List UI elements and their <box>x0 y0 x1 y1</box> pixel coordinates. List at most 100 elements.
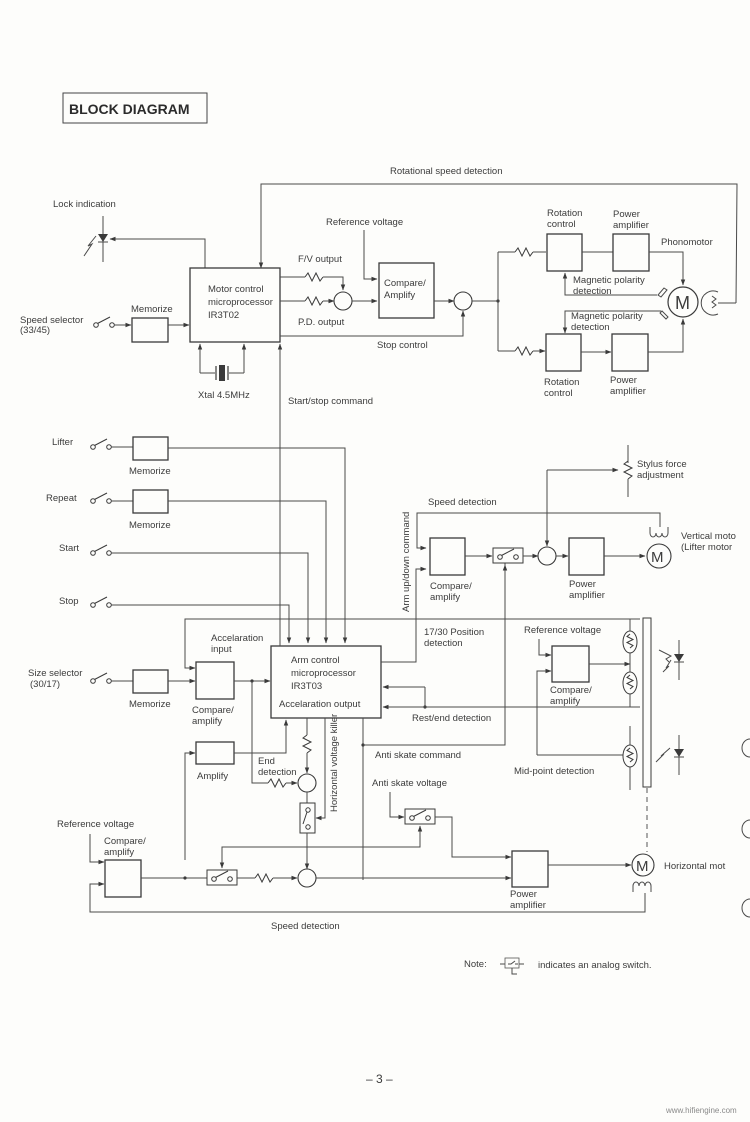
speed-selector-switch-icon <box>93 316 115 328</box>
svg-text:Memorize: Memorize <box>129 520 171 531</box>
lifter-analog-switch-icon <box>492 547 524 564</box>
page-title: BLOCK DIAGRAM <box>69 101 190 117</box>
lock-indication-label: Lock indication <box>53 199 116 210</box>
speed-detection-label: Speed detection <box>428 497 497 508</box>
stylus-force-label: Stylus force <box>637 459 687 470</box>
speed-detection-bottom-line <box>89 881 646 913</box>
svg-text:amplify: amplify <box>104 847 134 858</box>
start-switch-icon <box>90 544 112 556</box>
size-selector-switch-icon <box>90 672 112 684</box>
magnetic-polarity-bottom-label: Magnetic polarity <box>571 311 643 322</box>
speed-selector-label: Speed selector <box>20 315 83 326</box>
led-top-icon <box>658 640 684 680</box>
watermark: www.hifiengine.com <box>665 1106 737 1115</box>
svg-text:Amplify: Amplify <box>384 290 415 301</box>
memorize-block <box>131 317 169 343</box>
svg-text:Compare/: Compare/ <box>104 836 146 847</box>
start-label: Start <box>59 543 79 554</box>
svg-text:IR3T03: IR3T03 <box>291 681 322 692</box>
magnetic-polarity-top-label: Magnetic polarity <box>573 275 645 286</box>
horizontal-analog-switch-icon <box>206 869 238 886</box>
svg-text:amplifier: amplifier <box>610 386 646 397</box>
rotation-control-top-label: Rotation <box>547 208 582 219</box>
stop-control-line <box>280 310 466 337</box>
note-text: indicates an analog switch. <box>538 960 652 971</box>
summing-junction-4 <box>297 868 317 888</box>
rotational-speed-feedback-line <box>258 183 738 304</box>
svg-text:Power: Power <box>569 579 596 590</box>
svg-text:IR3T02: IR3T02 <box>208 310 239 321</box>
stop-switch-icon <box>90 596 112 608</box>
memorize-label: Memorize <box>131 304 173 315</box>
lifter-switch-icon <box>90 438 112 450</box>
compare-amplify-block: Compare/ Amplify <box>378 262 435 319</box>
svg-text:control: control <box>544 388 573 399</box>
photo-sensor-middle-icon <box>622 671 638 695</box>
speed-detection-bottom-label: Speed detection <box>271 921 340 932</box>
power-amplifier-top-block <box>612 233 650 272</box>
svg-text:amplify: amplify <box>430 592 460 603</box>
arm-up-down-command-label: Arm up/down command <box>401 512 412 612</box>
stop-label: Stop <box>59 596 79 607</box>
reference-voltage-label: Reference voltage <box>326 217 403 228</box>
acceleration-input-label: Accelaration <box>211 633 263 644</box>
hall-sensor-bottom-icon <box>659 310 669 320</box>
sensor-reference-voltage-label: Reference voltage <box>524 625 601 636</box>
svg-text:Memorize: Memorize <box>129 699 171 710</box>
reference-voltage-left-label: Reference voltage <box>57 819 134 830</box>
stylus-force-adjustment-icon <box>623 445 633 497</box>
horizontal-motor-icon: M <box>631 853 655 892</box>
analog-switch-legend-icon <box>500 957 524 975</box>
arm-control-microprocessor: Arm control microprocessor IR3T03 Accela… <box>270 645 382 719</box>
edge-artifact-2 <box>741 819 750 839</box>
sensor-compare-amplify-block <box>551 645 590 683</box>
vertical-motor-label: Vertical moto <box>681 531 736 542</box>
svg-text:Compare/: Compare/ <box>550 685 592 696</box>
svg-text:adjustment: adjustment <box>637 470 684 481</box>
rotation-control-top-block <box>546 233 583 272</box>
repeat-memorize-block <box>132 489 169 514</box>
speed-selector-sublabel: (33/45) <box>20 325 50 336</box>
repeat-switch-icon <box>90 492 112 504</box>
lifter-compare-amplify-block <box>429 537 466 576</box>
anti-skate-command-label: Anti skate command <box>375 750 461 761</box>
svg-text:detection: detection <box>571 322 610 333</box>
summing-junction-2 <box>453 291 473 311</box>
start-stop-command-label: Start/stop command <box>288 396 373 407</box>
lifter-memorize-block <box>132 436 169 461</box>
svg-text:(30/17): (30/17) <box>30 679 60 690</box>
rotation-control-bottom-block <box>545 333 582 372</box>
compare-amplify-accel-block <box>195 661 235 700</box>
svg-text:Compare/: Compare/ <box>192 705 234 716</box>
xtal-label: Xtal 4.5MHz <box>198 390 250 401</box>
anti-skate-analog-switch-icon <box>404 808 436 825</box>
svg-text:M: M <box>675 293 690 313</box>
hall-sensor-top-icon <box>657 287 668 298</box>
size-selector-label: Size selector <box>28 668 82 679</box>
stop-control-label: Stop control <box>377 340 428 351</box>
amplify-block <box>195 741 235 765</box>
vertical-motor-icon: M <box>646 527 672 569</box>
svg-text:Power: Power <box>510 889 537 900</box>
note-label: Note: <box>464 959 487 970</box>
svg-text:Accelaration output: Accelaration output <box>279 699 361 710</box>
size-memorize-block <box>132 669 169 694</box>
crystal-icon <box>215 365 229 381</box>
power-amplifier-bottom-label: Power <box>610 375 637 386</box>
end-detection-label: End <box>258 756 275 767</box>
page-title-box: BLOCK DIAGRAM <box>62 92 208 124</box>
compare-amplify-horizontal-block <box>104 859 142 898</box>
mid-point-detection-label: Mid-point detection <box>514 766 594 777</box>
repeat-label: Repeat <box>46 493 77 504</box>
summing-junction-3 <box>297 773 317 793</box>
svg-text:Arm control: Arm control <box>291 655 340 666</box>
photo-sensor-bottom-icon <box>622 744 638 768</box>
svg-text:(Lifter motor: (Lifter motor <box>681 542 732 553</box>
acceleration-input-feedback-line <box>184 618 640 671</box>
edge-artifact-3 <box>741 898 750 918</box>
phonomotor-label: Phonomotor <box>661 237 713 248</box>
svg-text:microprocessor: microprocessor <box>291 668 356 679</box>
power-amplifier-top-label: Power <box>613 209 640 220</box>
shutter-plate <box>642 617 652 788</box>
